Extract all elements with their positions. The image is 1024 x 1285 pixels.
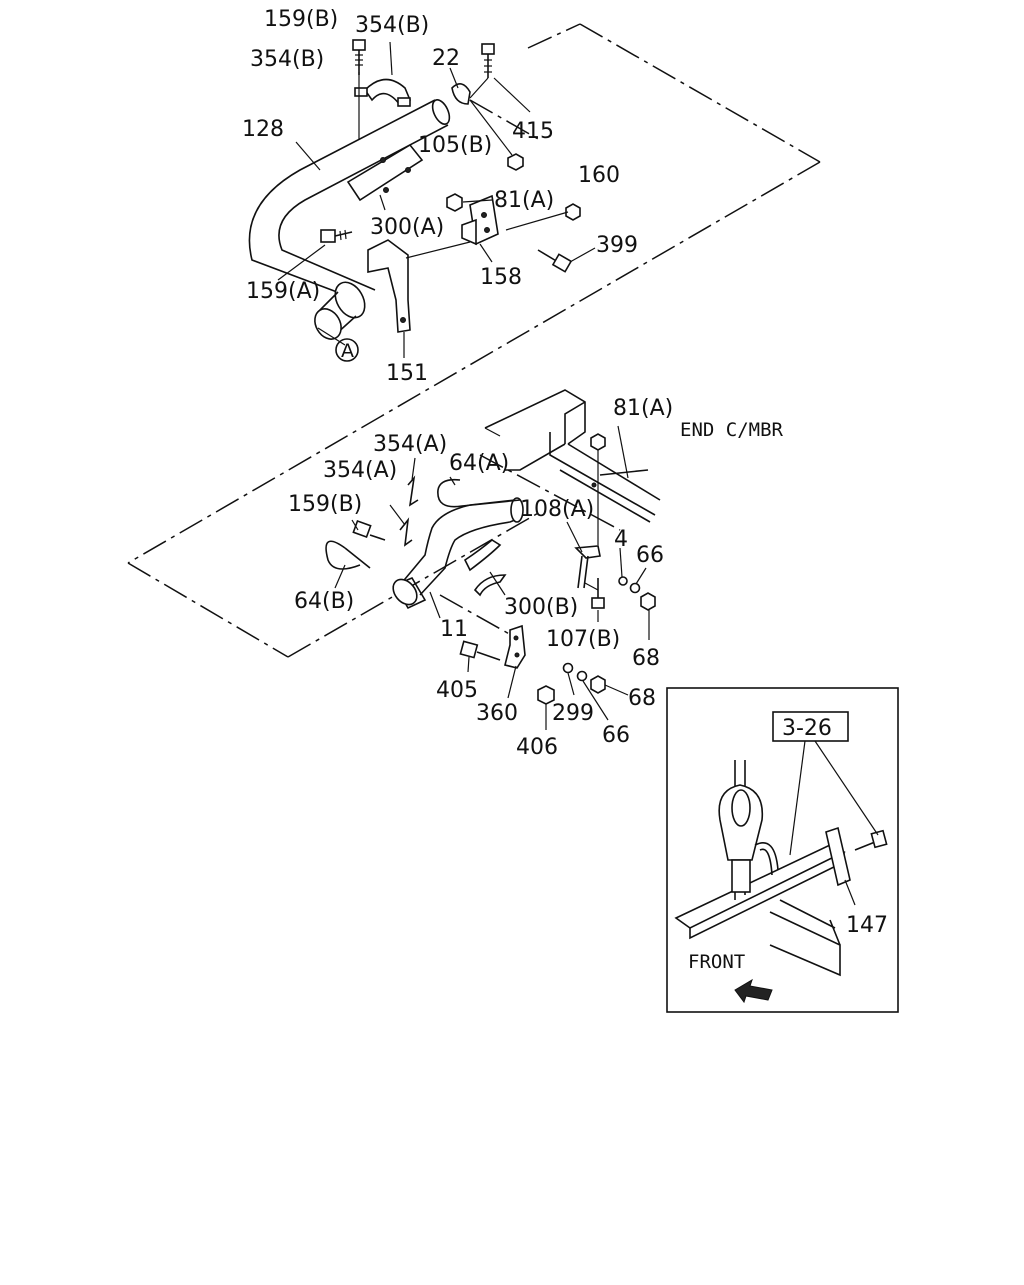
bolt-107b [591,578,605,609]
label-128: 128 [242,117,284,142]
label-354b-top: 354(B) [355,13,429,38]
label-354a-1: 354(A) [373,432,447,457]
inset-view [666,687,899,1013]
label-64a: 64(A) [449,451,509,476]
label-front: FRONT [688,951,745,973]
inset-frame [666,687,899,1013]
upper-leader-lines [277,41,596,358]
end-cross-member [484,389,661,523]
nut-81a-mid [590,433,606,451]
label-22: 22 [432,46,460,71]
label-66-top: 66 [636,543,664,568]
label-66-bot: 66 [602,723,630,748]
label-360: 360 [476,701,518,726]
bolt-415 [481,43,495,78]
hanger-64a [437,478,521,508]
washer-299 [562,662,574,674]
label-4: 4 [614,527,628,552]
label-64b: 64(B) [294,589,354,614]
bracket-158 [461,194,499,246]
upper-dashed-plane [127,23,821,658]
label-108a: 108(A) [520,497,594,522]
label-405: 405 [436,678,478,703]
nut-68-bot [590,675,606,694]
nut-160 [565,203,581,221]
front-pipe-11 [392,497,524,610]
label-inset-ref: 3-26 [782,716,832,741]
bracket-360 [504,624,526,669]
heat-shield-300a [346,143,424,202]
bolt-159a [320,229,353,243]
label-107b: 107(B) [546,627,620,652]
front-arrow-icon [734,978,773,1004]
clamp-354b [354,78,412,107]
nut-406 [537,685,555,705]
label-105b: 105(B) [418,133,492,158]
inset-ref-box [772,711,849,742]
label-68-top: 68 [632,646,660,671]
label-159b-top: 159(B) [264,7,338,32]
clamp-354a-pair [399,475,419,547]
label-299: 299 [552,701,594,726]
label-415: 415 [512,119,554,144]
part-labels: 159(B) 354(B) 354(B) 22 415 128 105(B) 1… [242,7,888,973]
label-159b-mid: 159(B) [288,492,362,517]
nut-81a-top [446,193,463,212]
lower-dashed-lines [439,454,621,641]
bolt-159b-mid [352,519,386,541]
reference-circle-a [335,338,359,362]
lower-leader-lines [334,425,650,730]
label-147: 147 [846,913,888,938]
bracket-151 [367,239,411,333]
tail-pipe-128 [248,99,451,340]
label-68-bot: 68 [628,686,656,711]
label-300a: 300(A) [370,215,444,240]
label-399: 399 [596,233,638,258]
label-81a-mid: 81(A) [613,396,673,421]
label-11: 11 [440,617,468,642]
lock-washer-66-top [629,582,641,594]
label-158: 158 [480,265,522,290]
u-bolt-64b [325,540,371,570]
bolt-159b-top [352,39,366,75]
hanger-108a [574,545,601,589]
bolt-405 [459,640,501,661]
washer-4 [618,576,628,586]
heat-shield-300b [463,539,507,597]
label-354b-left: 354(B) [250,47,324,72]
label-circle-a: A [341,340,354,362]
label-406: 406 [516,735,558,760]
nut-68-top [640,592,656,611]
label-end-cmbr: END C/MBR [680,419,784,441]
label-160: 160 [578,163,620,188]
hole-marker [591,482,597,488]
label-300b: 300(B) [504,595,578,620]
label-151: 151 [386,361,428,386]
label-354a-2: 354(A) [323,458,397,483]
lock-washer-66-bot [576,670,588,682]
label-81a-top: 81(A) [494,188,554,213]
label-159a: 159(A) [246,279,320,304]
clamp-22 [451,83,471,105]
nut-105b [507,153,524,171]
bolt-399 [537,249,573,273]
